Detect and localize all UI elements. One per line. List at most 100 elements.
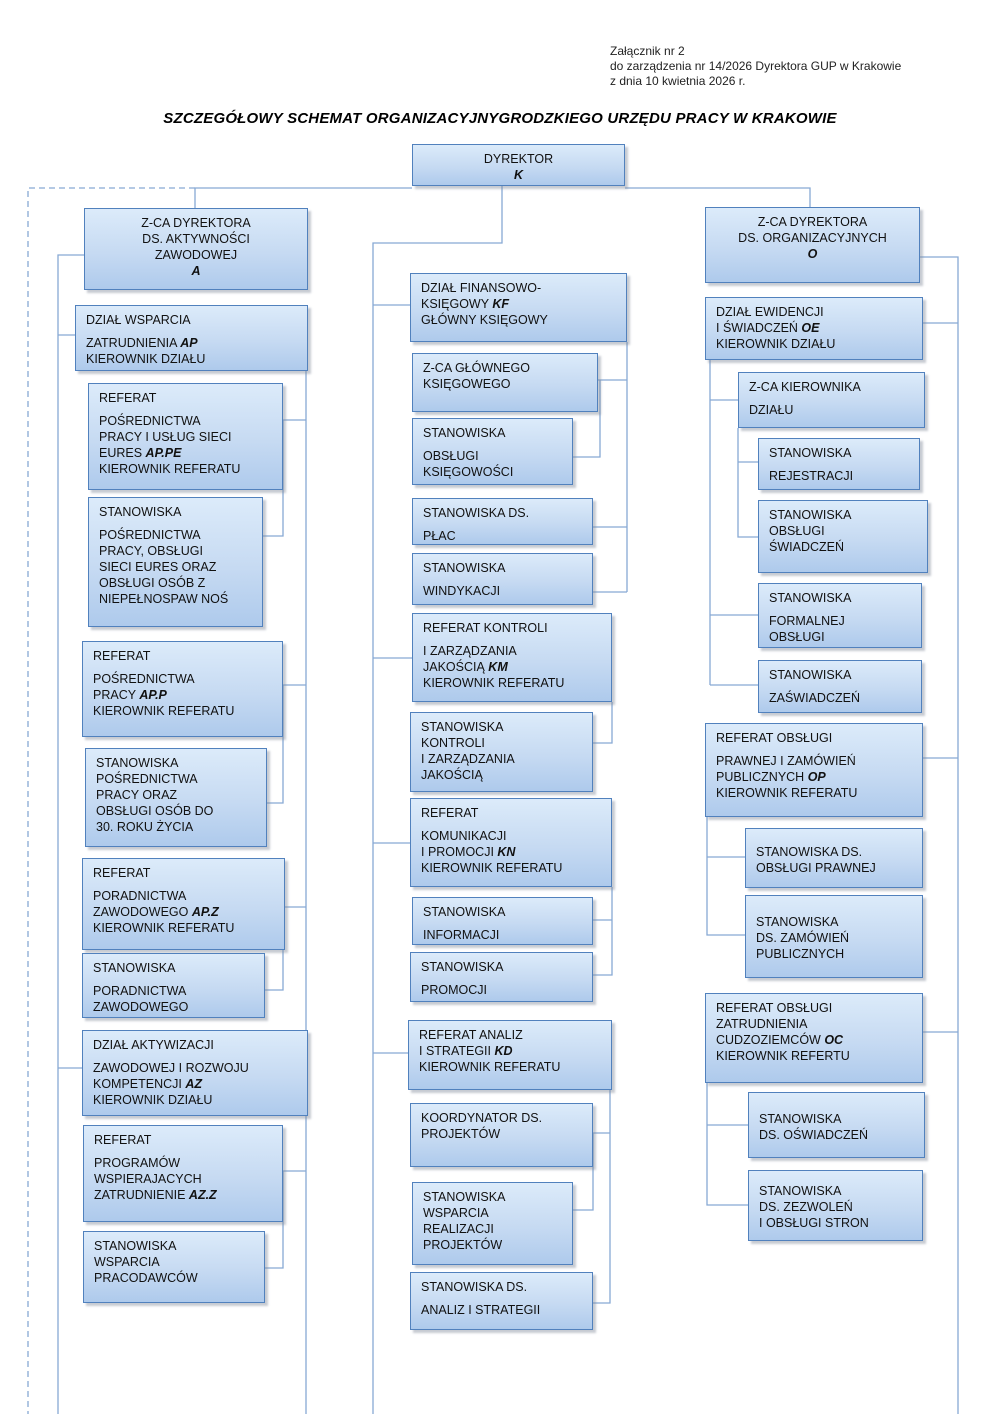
org-box-text: REJESTRACJI	[769, 469, 854, 483]
attachment-note-line: z dnia 10 kwietnia 2026 r.	[610, 74, 746, 88]
org-box-text: REFERAT	[421, 806, 479, 820]
org-box-text: DZIAŁ AKTYWIZACJI	[93, 1038, 214, 1052]
org-box-text: STANOWISKA	[769, 668, 852, 682]
org-box-text: STANOWISKA DS.	[423, 506, 530, 520]
org-box-text: STANOWISKA	[769, 446, 852, 460]
connector-line	[706, 1083, 748, 1206]
org-box-text: STANOWISKA	[423, 426, 506, 440]
org-box-text: KOORDYNATOR DS.PROJEKTÓW	[421, 1111, 543, 1141]
attachment-note: Załącznik nr 2 do zarządzenia nr 14/2026…	[610, 44, 901, 89]
connector-line	[573, 1133, 594, 1211]
connector-line	[263, 419, 306, 537]
connector-line	[57, 254, 84, 1414]
org-box-stanowiska-rejestracji: STANOWISKA REJESTRACJI	[758, 438, 920, 490]
attachment-note-line: do zarządzenia nr 14/2026 Dyrektora GUP …	[610, 59, 902, 73]
org-box-text: WINDYKACJI	[423, 584, 501, 598]
connector-line	[593, 887, 613, 976]
connector-line	[194, 187, 412, 208]
connector-line	[706, 817, 745, 936]
org-box-text: STANOWISKA	[99, 505, 182, 519]
attachment-note-line: Załącznik nr 2	[610, 44, 685, 58]
org-box-text: STANOWISKA	[93, 961, 176, 975]
org-box-text: REFERAT OBSŁUGI	[716, 731, 833, 745]
org-box-text: REFERAT KONTROLI	[423, 621, 548, 635]
org-box-stanowiska-ds-analiz: STANOWISKA DS. ANALIZ I STRATEGII	[410, 1272, 593, 1330]
org-box-koordynator-ds-projektow: KOORDYNATOR DS.PROJEKTÓW	[410, 1103, 593, 1167]
org-box-text: PROMOCJI	[421, 983, 487, 997]
connector-line	[267, 684, 306, 804]
org-box-text: REFERAT	[93, 866, 151, 880]
connector-line	[573, 380, 601, 458]
org-box-stanowiska-zaswiadczen: STANOWISKA ZAŚWIADCZEŃ	[758, 660, 922, 713]
org-box-text: ZAŚWIADCZEŃ	[769, 691, 860, 705]
org-box-stanowiska-promocji: STANOWISKA PROMOCJI	[410, 952, 593, 1002]
org-box-text: STANOWISKA	[423, 561, 506, 575]
org-box-text: INFORMACJI	[423, 928, 500, 942]
org-box-text: PŁAC	[423, 529, 456, 543]
connector-line	[920, 256, 959, 1414]
connector-line	[372, 186, 503, 1414]
org-box-text: DZIAŁU	[749, 403, 794, 417]
org-box-stanowiska-ds-obslugi-prawnej: STANOWISKA DS.OBSŁUGI PRAWNEJ	[745, 828, 923, 888]
connector-line	[265, 1170, 306, 1269]
org-box-text: ANALIZ I STRATEGII	[421, 1303, 541, 1317]
org-box-text: REFERAT	[93, 649, 151, 663]
connector-line-dashed	[27, 187, 195, 1414]
org-box-text: STANOWISKA DS.	[421, 1280, 528, 1294]
org-box-stanowiska-windykacji: STANOWISKA WINDYKACJI	[412, 553, 593, 605]
org-box-text: STANOWISKA	[421, 960, 504, 974]
org-box-text: REFERAT	[94, 1133, 152, 1147]
connector-line	[737, 428, 758, 538]
